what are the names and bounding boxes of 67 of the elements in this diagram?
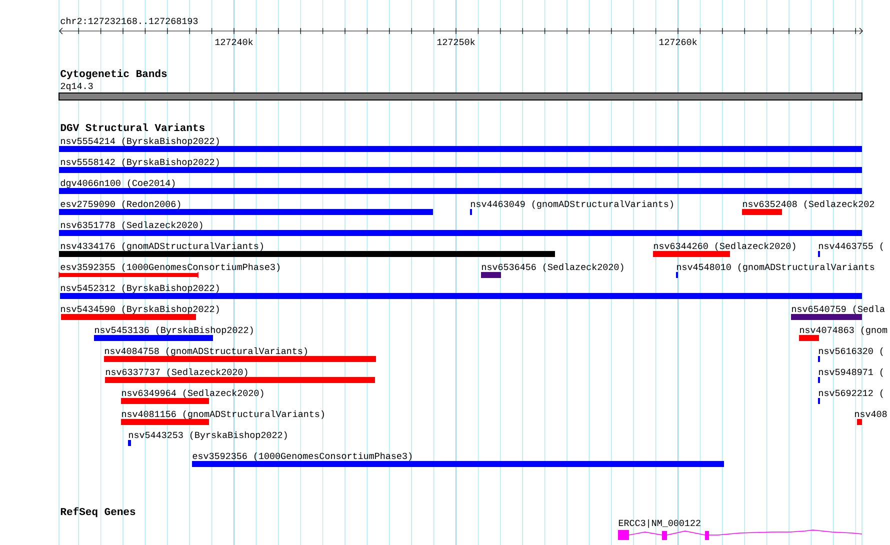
variant-feature: nsv4548010 (gnomADStructuralVariants — [676, 263, 874, 278]
variant-feature: dgv4066n100 (Coe2014) — [59, 179, 862, 194]
node-label: nsv4081156 (gnomADStructuralVariants) — [122, 410, 324, 419]
variant-feature: nsv5554214 (ByrskaBishop2022) — [59, 137, 862, 152]
variant-feature: nsv5558142 (ByrskaBishop2022) — [59, 158, 862, 173]
gene-model: ERCC3|NM_000122 — [618, 519, 862, 540]
node-label: nsv5558142 (ByrskaBishop2022) — [61, 158, 219, 167]
node-label: esv3592355 (1000GenomesConsortiumPhase3) — [60, 263, 280, 272]
variant-feature: nsv4074863 (gnom — [799, 326, 888, 341]
variant-feature: esv3592355 (1000GenomesConsortiumPhase3) — [58, 263, 280, 278]
node-label: 2q14.3 — [60, 82, 93, 91]
variant-feature: nsv4334176 (gnomADStructuralVariants) — [59, 242, 555, 257]
tick-label: 127260k — [659, 38, 697, 46]
variant-feature: nsv4463049 (gnomADStructuralVariants) — [470, 200, 673, 215]
node-label: nsv6337737 (Sedlazeck2020) — [106, 368, 248, 377]
variant-feature: nsv5452312 (ByrskaBishop2022) — [60, 284, 862, 299]
tick-label: 127240k — [215, 38, 253, 46]
variant-feature: nsv6540759 (Sedla — [791, 305, 885, 320]
variant-feature: nsv408 — [855, 410, 887, 425]
variant-feature: nsv5616320 ( — [818, 347, 883, 362]
variant-feature: nsv6351778 (Sedlazeck2020) — [59, 221, 862, 236]
variant-feature: nsv5692212 ( — [818, 389, 883, 404]
node-label: nsv4548010 (gnomADStructuralVariants — [677, 263, 874, 272]
locus-label: chr2:127232168..127268193 — [60, 17, 198, 24]
node-label: nsv5453136 (ByrskaBishop2022) — [95, 326, 253, 335]
track-heading: RefSeq Genes — [60, 507, 136, 518]
variant-feature: nsv6352408 (Sedlazeck202 — [742, 200, 874, 215]
variant-feature: nsv6349964 (Sedlazeck2020) — [121, 389, 264, 404]
variant-feature: esv2759090 (Redon2006) — [59, 200, 433, 215]
variant-feature: esv3592356 (1000GenomesConsortiumPhase3) — [192, 452, 724, 467]
node-label: nsv6349964 (Sedlazeck2020) — [122, 389, 264, 398]
node-label: nsv5554214 (ByrskaBishop2022) — [61, 137, 219, 146]
node-label: nsv4463049 (gnomADStructuralVariants) — [471, 200, 673, 209]
node-label: esv2759090 (Redon2006) — [60, 200, 180, 209]
cytoband: 2q14.3 — [58, 82, 862, 100]
node-label: nsv5616320 ( — [819, 347, 883, 356]
variant-feature: nsv5948971 ( — [818, 368, 883, 383]
node-label: nsv5692212 ( — [819, 389, 883, 398]
node-label: nsv4334176 (gnomADStructuralVariants) — [61, 242, 263, 251]
node-label: nsv4084758 (gnomADStructuralVariants) — [105, 347, 307, 356]
node-label: nsv6344260 (Sedlazeck2020) — [654, 242, 796, 251]
variant-feature: nsv4081156 (gnomADStructuralVariants) — [121, 410, 324, 425]
node-label: nsv6536456 (Sedlazeck2020) — [482, 263, 624, 272]
tick-label: 127250k — [437, 38, 475, 46]
variant-feature: nsv6344260 (Sedlazeck2020) — [653, 242, 796, 257]
variant-feature: nsv4463755 ( — [818, 242, 883, 257]
node-label: nsv6352408 (Sedlazeck202 — [743, 200, 874, 209]
variant-feature: nsv5453136 (ByrskaBishop2022) — [94, 326, 253, 341]
variant-feature: nsv5434590 (ByrskaBishop2022) — [61, 305, 219, 320]
node-label: ERCC3|NM_000122 — [618, 519, 700, 528]
node-label: nsv6351778 (Sedlazeck2020) — [61, 221, 202, 230]
track-heading: Cytogenetic Bands — [60, 69, 167, 80]
node-label: nsv5948971 ( — [819, 368, 883, 377]
node-label: nsv6540759 (Sedla — [792, 305, 885, 314]
node-label: nsv4463755 ( — [819, 242, 883, 251]
variant-feature: nsv6536456 (Sedlazeck2020) — [481, 263, 624, 278]
node-label: dgv4066n100 (Coe2014) — [60, 179, 175, 188]
node-label: nsv5434590 (ByrskaBishop2022) — [61, 305, 219, 314]
node-label: nsv5452312 (ByrskaBishop2022) — [61, 284, 219, 293]
variant-feature: nsv5443253 (ByrskaBishop2022) — [128, 431, 287, 446]
node-label: nsv408 — [855, 410, 887, 418]
node-label: nsv4074863 (gnom — [800, 326, 888, 335]
variant-feature: nsv6337737 (Sedlazeck2020) — [105, 368, 375, 383]
variant-feature: nsv4084758 (gnomADStructuralVariants) — [104, 347, 376, 362]
node-label: nsv5443253 (ByrskaBishop2022) — [129, 431, 287, 440]
track-heading: DGV Structural Variants — [60, 123, 204, 132]
node-label: esv3592356 (1000GenomesConsortiumPhase3) — [192, 452, 412, 461]
